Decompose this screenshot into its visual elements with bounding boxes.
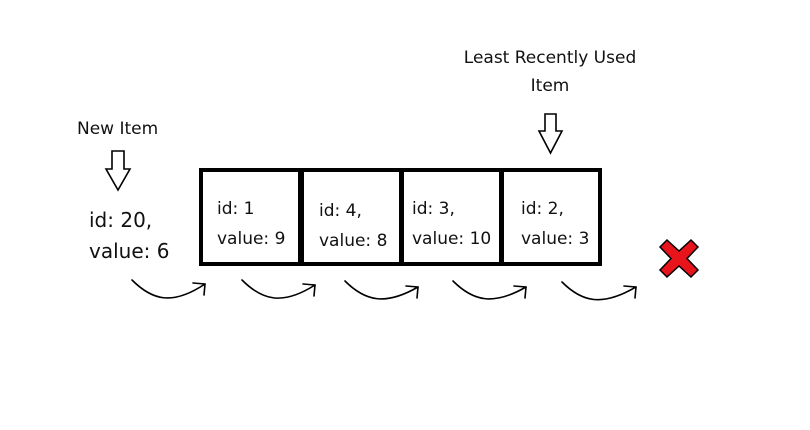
cache-item-value: value: 3 [521,229,590,249]
lru-label: Least Recently Used Item [450,44,650,100]
shift-arrow-icon [241,279,316,299]
shift-arrow-icon [561,281,637,301]
cache-list: id: 1 value: 9 id: 4, value: 8 id: 3, va… [199,168,602,266]
cache-divider [499,172,504,262]
evict-x-icon [658,238,700,279]
new-item: id: 20, value: 6 [89,205,169,267]
cache-divider [298,172,304,262]
cache-item-value: value: 10 [412,229,492,249]
cache-item: id: 1 value: 9 [203,172,298,262]
lru-down-arrow-icon [537,113,564,155]
shift-arrow-icon [452,280,527,300]
new-item-value: value: 6 [89,239,170,263]
cache-divider [399,172,404,262]
cache-item: id: 4, value: 8 [304,172,399,262]
new-item-id: id: 20, [89,208,153,232]
new-item-label: New Item [77,119,159,139]
cache-item-value: value: 9 [217,229,286,249]
shift-arrow-icon [344,280,419,300]
cache-item-id: id: 4, [319,201,362,221]
shift-arrow-icon [131,279,206,299]
lru-label-line1: Least Recently Used [463,48,637,68]
cache-item: id: 2, value: 3 [504,172,602,262]
new-item-down-arrow-icon [104,150,132,192]
cache-item-id: id: 2, [521,199,564,219]
lru-label-line2: Item [530,76,570,96]
cache-item-value: value: 8 [319,231,388,251]
cache-item-id: id: 1 [217,199,255,219]
cache-item-id: id: 3, [412,199,455,219]
cache-item: id: 3, value: 10 [404,172,499,262]
